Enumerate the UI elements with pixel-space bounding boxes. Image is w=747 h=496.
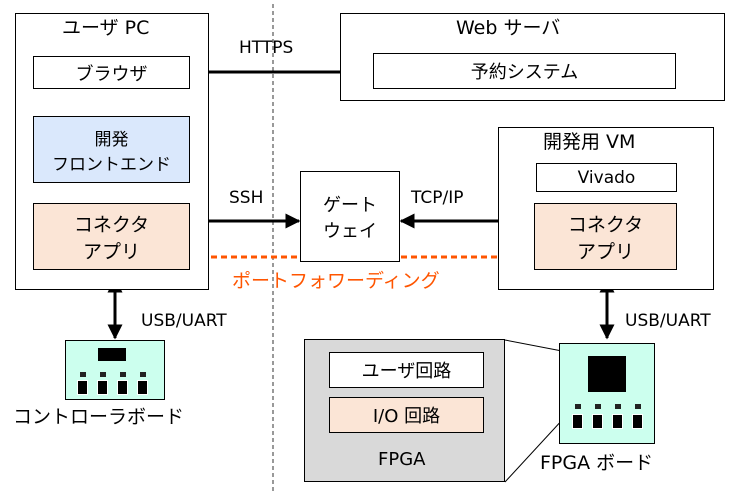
- controller-board-label: コントローラボード: [13, 406, 185, 428]
- fpga-board-switches: [572, 414, 650, 430]
- dev-frontend-label-2: フロントエンド: [52, 154, 171, 175]
- dev-vm-title: 開発用 VM: [543, 131, 636, 153]
- ssh-label: SSH: [229, 188, 264, 208]
- user-connector-label-1: コネクタ: [73, 213, 150, 236]
- vivado-label: Vivado: [577, 167, 636, 188]
- user-circuit-label: ユーザ回路: [361, 361, 452, 382]
- dev-frontend-box: 開発 フロントエンド: [33, 116, 190, 183]
- tcpip-label: TCP/IP: [411, 188, 464, 208]
- usb-uart-left-label: USB/UART: [141, 311, 227, 331]
- user-connector-label-2: アプリ: [82, 240, 140, 263]
- browser-label: ブラウザ: [75, 63, 148, 85]
- port-forwarding-label: ポートフォワーディング: [232, 270, 440, 292]
- controller-board: [65, 340, 165, 400]
- fpga-label: FPGA: [378, 449, 426, 470]
- fpga-board-label: FPGA ボード: [540, 452, 654, 474]
- reservation-system-box: 予約システム: [373, 53, 676, 89]
- browser-box: ブラウザ: [33, 56, 190, 89]
- io-circuit-box: I/O 回路: [329, 397, 484, 433]
- user-connector-app-box: コネクタ アプリ: [33, 203, 190, 270]
- user-pc-title: ユーザ PC: [62, 17, 150, 39]
- fpga-chip: [588, 356, 626, 392]
- dev-frontend-label-1: 開発: [94, 129, 129, 150]
- user-circuit-box: ユーザ回路: [329, 352, 484, 388]
- vm-connector-label-1: コネクタ: [567, 213, 644, 236]
- vivado-box: Vivado: [536, 163, 677, 192]
- vm-connector-label-2: アプリ: [576, 240, 634, 263]
- web-server-title: Web サーバ: [456, 17, 561, 39]
- usb-uart-right-label: USB/UART: [625, 311, 711, 331]
- gateway-box: ゲート ウェイ: [300, 171, 400, 262]
- board-switches: [77, 380, 157, 396]
- gateway-label-2: ウェイ: [323, 220, 377, 242]
- reservation-system-label: 予約システム: [470, 62, 579, 83]
- board-leds: [77, 372, 157, 377]
- fpga-board: [559, 343, 655, 444]
- io-circuit-label: I/O 回路: [372, 406, 441, 427]
- gateway-label-1: ゲート: [323, 194, 377, 216]
- board-display: [98, 348, 126, 361]
- vm-connector-app-box: コネクタ アプリ: [534, 203, 677, 270]
- fpga-board-leds: [572, 404, 650, 409]
- https-label: HTTPS: [239, 38, 294, 58]
